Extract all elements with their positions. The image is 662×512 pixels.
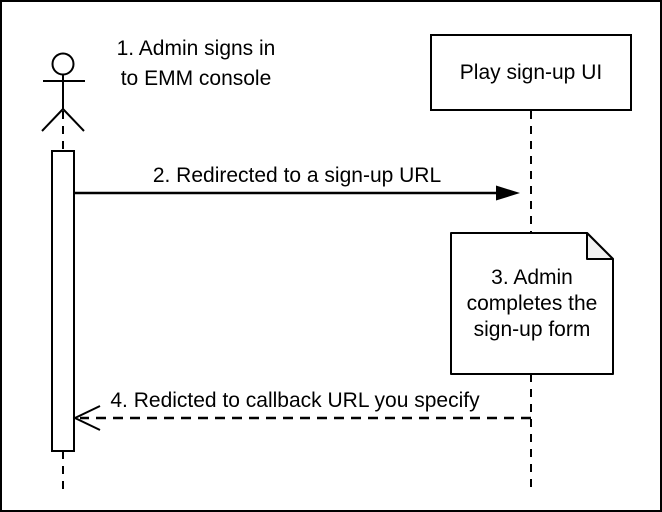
actor-caption: 1. Admin signs in to EMM console bbox=[116, 37, 276, 90]
message-2-label: 2. Redirected to a sign-up URL bbox=[152, 164, 442, 187]
participant-play-sign-up-ui: Play sign-up UI bbox=[430, 34, 632, 111]
participant-label: Play sign-up UI bbox=[459, 60, 603, 84]
note-shape bbox=[450, 232, 614, 375]
message-4-label: 4. Redicted to callback URL you specify bbox=[110, 389, 480, 412]
activation-bar bbox=[51, 150, 75, 452]
note-text: 3. Admin completes the sign-up form bbox=[466, 265, 598, 341]
actor-icon bbox=[41, 52, 85, 132]
message-2-arrow bbox=[74, 185, 520, 201]
message-4-arrow bbox=[72, 405, 531, 431]
